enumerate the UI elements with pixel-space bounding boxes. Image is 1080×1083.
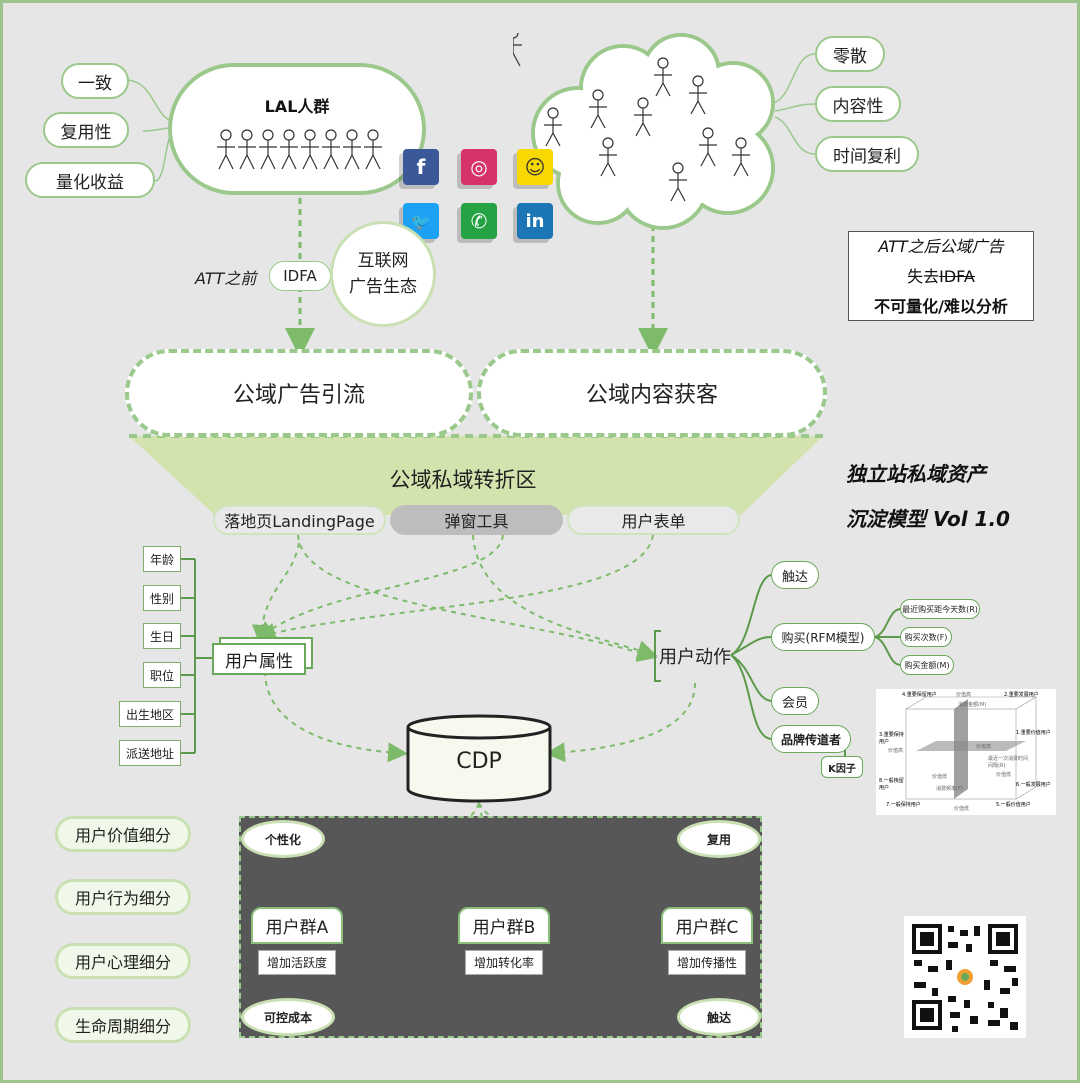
cube-label-7: 7.一般保持用户: [886, 802, 921, 808]
cube-label-6: 6.一般发展用户: [1016, 782, 1051, 788]
attr-delivery-address: 派送地址: [119, 740, 181, 766]
rfm-monetary: 购买金额(M): [900, 655, 954, 675]
tag-scattered: 零散: [815, 36, 885, 72]
lal-audience-card: LAL人群: [168, 63, 426, 195]
action-member: 会员: [771, 687, 819, 715]
lal-people-icon: [217, 129, 383, 170]
tag-time-compounding: 时间复利: [815, 136, 919, 172]
whatsapp-icon: ✆: [461, 203, 497, 239]
group-c-name: 用户群C: [661, 907, 753, 944]
cube-axis-m-low: 价值低: [954, 806, 970, 812]
action-reach: 触达: [771, 561, 819, 589]
attr-birth-region: 出生地区: [119, 701, 181, 727]
user-attributes-node: 用户属性: [212, 643, 306, 675]
action-purchase-rfm: 购买(RFM模型): [771, 623, 875, 651]
att-note-line3: 不可量化/难以分析: [874, 297, 1008, 316]
cube-axis-r-label: 最近一次消费时间间隔(R): [988, 756, 1029, 769]
cube-label-8: 8.一般挽留用户: [879, 778, 904, 791]
snapchat-icon: ☺: [517, 149, 553, 185]
corner-cost-control: 可控成本: [241, 998, 335, 1036]
segment-psychology: 用户心理细分: [55, 943, 191, 979]
attr-birthday: 生日: [143, 623, 181, 649]
corner-personalization: 个性化: [241, 820, 325, 858]
tag-consistent: 一致: [61, 63, 129, 99]
user-actions-node: 用户动作: [659, 647, 731, 668]
tab-user-form: 用户表单: [567, 505, 740, 535]
lal-title: LAL人群: [264, 97, 330, 116]
att-before-label: ATT之前: [195, 269, 257, 288]
funnel-title: 公域私域转折区: [389, 468, 537, 492]
tab-landing-page: 落地页LandingPage: [213, 505, 386, 535]
tag-content: 内容性: [815, 86, 901, 122]
model-title-line1: 独立站私域资产: [846, 462, 986, 486]
cdp-label: CDP: [456, 749, 502, 774]
group-c-desc: 增加传播性: [667, 950, 746, 975]
group-a: 用户群A 增加活跃度: [251, 907, 343, 975]
cube-axis-r-low: 价值低: [932, 774, 948, 780]
k-factor: K因子: [821, 756, 863, 778]
group-a-desc: 增加活跃度: [257, 950, 336, 975]
group-a-name: 用户群A: [251, 907, 343, 944]
cube-label-4: 4.重要保留用户: [902, 692, 937, 698]
cube-label-2: 2.重要发展用户: [1004, 692, 1039, 698]
cube-label-5: 5.一般价值用户: [996, 802, 1031, 808]
cube-axis-m-label: 消费金额(M): [958, 702, 987, 708]
rfm-frequency: 购买次数(F): [900, 627, 952, 647]
idfa-badge: IDFA: [269, 261, 331, 291]
linkedin-icon: in: [517, 203, 553, 239]
cube-label-3: 3.重要保持用户: [879, 732, 904, 745]
qr-code: [904, 916, 1026, 1038]
att-note-line2: 失去IDFA: [849, 262, 1033, 292]
right-tag-connectors: [772, 53, 816, 155]
cdp-cylinder: [406, 714, 552, 803]
corner-reuse: 复用: [677, 820, 761, 858]
att-note-line1: ATT之后公域广告: [878, 237, 1004, 256]
attr-position: 职位: [143, 662, 181, 688]
cube-axis-f-low: 价值低: [996, 772, 1012, 778]
att-note-lost: 失去: [907, 267, 940, 286]
tag-reusable: 复用性: [43, 112, 129, 148]
corner-reach: 触达: [677, 998, 761, 1036]
qr-code-graphic: [912, 924, 1018, 1032]
attribute-tree: [181, 558, 213, 754]
tab-popup-tool: 弹窗工具: [390, 505, 563, 535]
instagram-icon: ◎: [461, 149, 497, 185]
rfm-cube-graphic: [905, 696, 1038, 800]
attr-gender: 性别: [143, 585, 181, 611]
rfm-cube-figure: 4.重要保留用户 2.重要发展用户 3.重要保持用户 1.重要价值用户 8.一般…: [876, 689, 1056, 815]
action-tree: [654, 574, 902, 766]
rfm-recency: 最近购买距今天数(R): [900, 599, 980, 619]
cube-label-1: 1.重要价值用户: [1016, 730, 1051, 736]
tag-quantified-revenue: 量化收益: [25, 162, 155, 198]
segment-lifecycle: 生命周期细分: [55, 1007, 191, 1043]
att-note-box: ATT之后公域广告 失去IDFA 不可量化/难以分析: [848, 231, 1034, 321]
funnel-shape: [129, 436, 823, 515]
content-cloud: [513, 33, 775, 230]
group-c: 用户群C 增加传播性: [661, 907, 753, 975]
public-ad-traffic: 公域广告引流: [125, 349, 473, 437]
group-b-desc: 增加转化率: [464, 950, 543, 975]
model-title-line2: 沉淀模型 Vol 1.0: [846, 507, 1010, 531]
internet-ad-ecosystem: 互联网 广告生态: [330, 221, 436, 327]
cube-axis-r-high: 价值高: [976, 744, 992, 750]
attr-age: 年龄: [143, 546, 181, 572]
public-content-acquisition: 公域内容获客: [477, 349, 827, 437]
att-note-idfa-struck: IDFA: [939, 267, 975, 286]
segment-value: 用户价值细分: [55, 816, 191, 852]
segment-behavior: 用户行为细分: [55, 879, 191, 915]
group-b: 用户群B 增加转化率: [458, 907, 550, 975]
group-b-name: 用户群B: [458, 907, 550, 944]
cube-axis-m-high: 价值高: [956, 692, 972, 698]
action-brand-evangelist: 品牌传道者: [771, 725, 851, 753]
cube-axis-f-label: 消费频率(F): [936, 786, 963, 792]
facebook-icon: f: [403, 149, 439, 185]
cube-axis-f-high: 价值高: [888, 748, 904, 754]
